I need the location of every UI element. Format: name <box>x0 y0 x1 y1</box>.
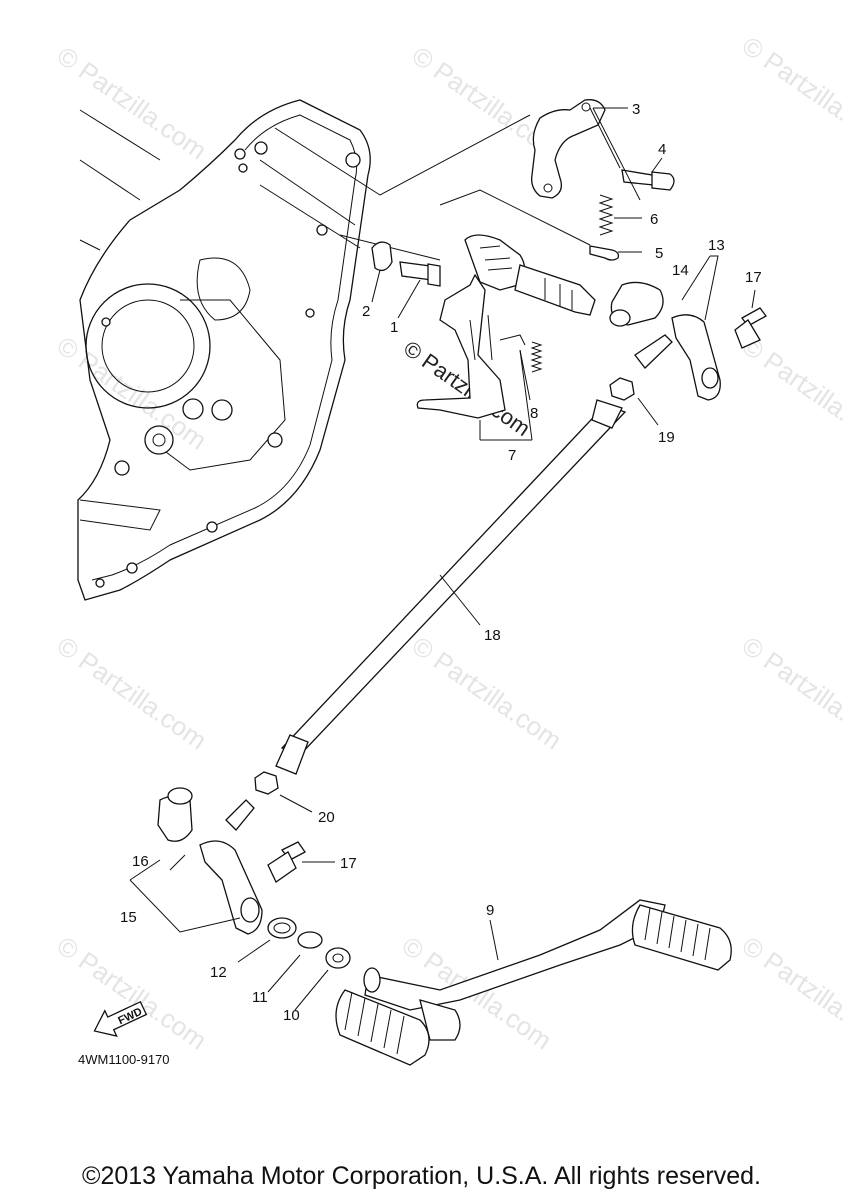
part-3-shift-guide <box>531 99 606 199</box>
callout-7: 7 <box>508 447 516 464</box>
callout-11: 11 <box>252 989 268 1006</box>
callout-14: 14 <box>672 262 689 279</box>
part-17-bolt-lower <box>267 841 306 883</box>
part-14-joint <box>609 281 664 327</box>
part-10-washer <box>325 947 351 969</box>
callout-numbers: 1 2 3 4 5 6 7 8 9 10 11 12 13 14 15 16 1… <box>120 101 762 1024</box>
callout-6: 6 <box>650 211 658 228</box>
watermark: © Partzilla.com <box>407 630 568 755</box>
callout-20: 20 <box>318 809 335 826</box>
watermark: © Partzilla.com <box>52 930 213 1055</box>
part-1-bolt <box>399 261 441 287</box>
callout-13: 13 <box>708 237 725 254</box>
part-19-nut <box>609 377 635 401</box>
diagram-code: 4WM1100-9170 <box>78 1052 170 1067</box>
callout-12: 12 <box>210 964 227 981</box>
callout-4: 4 <box>658 141 666 158</box>
callout-19: 19 <box>658 429 675 446</box>
callout-3: 3 <box>632 101 640 118</box>
copyright-notice: ©2013 Yamaha Motor Corporation, U.S.A. A… <box>82 1162 761 1190</box>
part-16-joint <box>157 787 193 842</box>
watermark: © Partzilla.com <box>52 40 213 165</box>
callout-10: 10 <box>283 1007 300 1024</box>
part-9-shift-pedal <box>335 899 732 1066</box>
callout-18: 18 <box>484 627 501 644</box>
part-15-shift-arm <box>199 799 263 935</box>
watermark: © Partzilla.com <box>737 630 843 755</box>
fwd-label: FWD <box>116 1006 144 1027</box>
watermark: © Partzilla.com <box>737 30 843 155</box>
part-20-nut <box>254 771 279 795</box>
part-6-spring <box>598 194 614 236</box>
watermark: © Partzilla.com <box>52 630 213 755</box>
watermark: © Partzilla.com <box>737 930 843 1055</box>
callout-8: 8 <box>530 405 538 422</box>
callout-16: 16 <box>132 853 149 870</box>
callout-17-upper: 17 <box>745 269 762 286</box>
fwd-arrow-icon: FWD <box>93 1000 148 1037</box>
callout-17-lower: 17 <box>340 855 357 872</box>
part-13-shift-arm <box>634 314 721 401</box>
callout-1: 1 <box>390 319 398 336</box>
watermark: © Partzilla.com <box>737 330 843 455</box>
part-8-spring <box>499 334 543 373</box>
callout-9: 9 <box>486 902 494 919</box>
callout-5: 5 <box>655 245 663 262</box>
part-17-bolt-upper <box>734 307 767 349</box>
crankcase-cover <box>77 99 371 601</box>
part-18-shift-rod <box>275 399 627 775</box>
leader-lines <box>129 107 756 1011</box>
part-11-circlip <box>297 931 323 949</box>
part-7-shift-shaft <box>416 234 596 419</box>
part-5-pin <box>589 245 620 261</box>
part-12-washer <box>267 917 297 939</box>
watermark-layer: © Partzilla.com © Partzilla.com © Partzi… <box>52 30 843 1055</box>
part-2-clip <box>371 241 393 272</box>
callout-2: 2 <box>362 303 370 320</box>
callout-15: 15 <box>120 909 137 926</box>
